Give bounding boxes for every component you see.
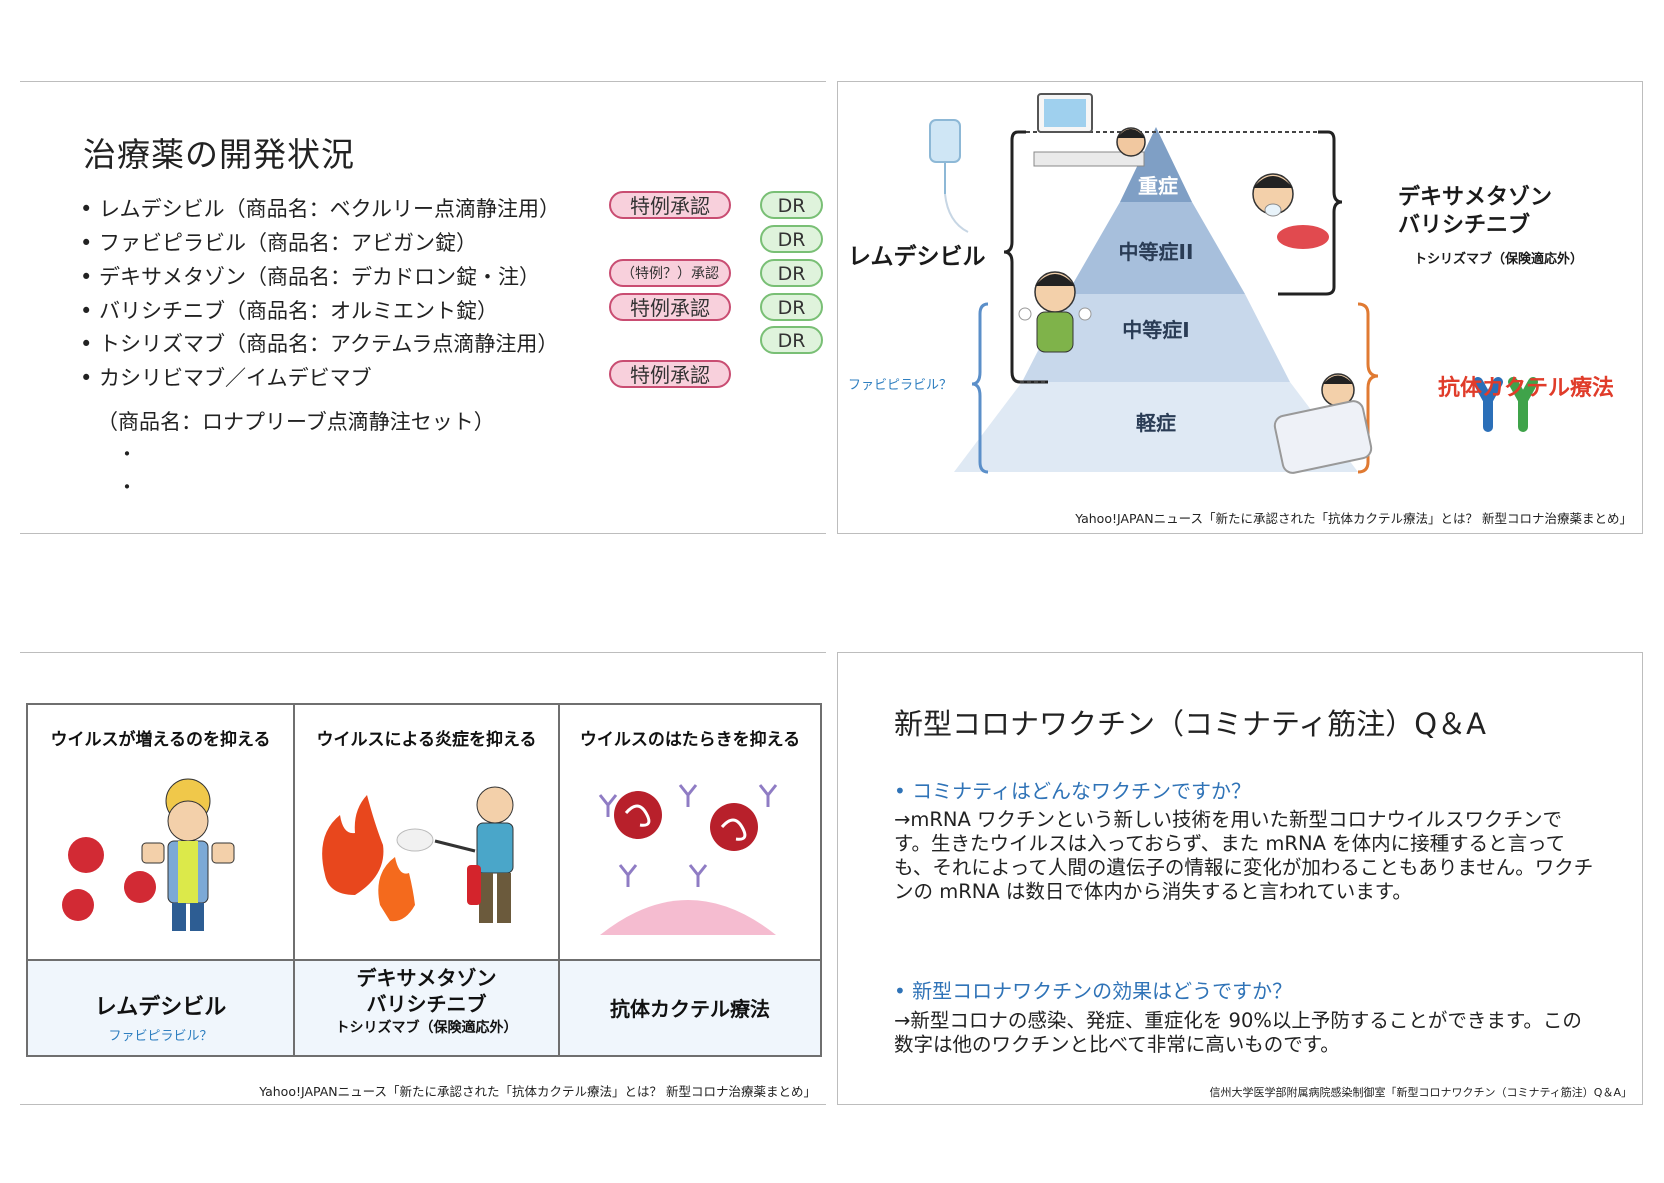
antibody-brace [1357, 302, 1379, 474]
answer-2: →新型コロナの感染、発症、重症化を 90%以上予防することができます。この数字は… [894, 1009, 1582, 1056]
tocilizumab-label: トシリズマブ（保険適応外） [1414, 252, 1584, 267]
dr-badge: DR [760, 259, 823, 287]
slide-title: 治療薬の開発状況 [83, 135, 355, 174]
drug-remdesivir: レムデシビル [94, 995, 227, 1020]
patient-oxygen-icon [1252, 173, 1329, 249]
level-moderate1: 中等症I [1122, 318, 1190, 342]
pyramid-tier-moderate2 [1067, 202, 1245, 294]
ellipsis-dot: ・ [117, 475, 137, 499]
slide-drug-development: 治療薬の開発状況 • レムデシビル（商品名：ベクルリー点滴静注用） 特例承認 D… [20, 81, 826, 534]
level-mild: 軽症 [1136, 411, 1176, 435]
dr-badge: DR [760, 191, 823, 219]
baricitinib-label: バリシチニブ [1398, 213, 1531, 238]
remdesivir-brace [1003, 130, 1048, 384]
drug-row-tocilizumab: • トシリズマブ（商品名：アクテムラ点滴静注用） DR [80, 326, 823, 356]
column-replication: ウイルスが増えるのを抑える レムデシビル ファビピラビル？ [28, 705, 293, 1055]
column-drug-box: 抗体カクテル療法 [560, 959, 820, 1055]
drug-baricitinib: バリシチニブ [366, 992, 487, 1016]
drug-favipiravir: ファビピラビル？ [108, 1029, 213, 1044]
dexamethasone-label: デキサメタゾン [1398, 185, 1553, 210]
fire-extinguisher-illustration [322, 786, 514, 923]
drug-row-casirivimab: • カシリビマブ／イムデビマブ 特例承認 [80, 360, 820, 390]
drug-row-favipiravir: • ファビピラビル（商品名：アビガン錠） DR [80, 225, 823, 255]
drug-text: • トシリズマブ（商品名：アクテムラ点滴静注用） [80, 332, 559, 356]
drug-text: • デキサメタゾン（商品名：デカドロン錠・注） [80, 265, 541, 289]
favipiravir-label: ファビピラビル？ [848, 378, 953, 393]
column-heading: ウイルスによる炎症を抑える [316, 730, 537, 750]
drug-text: • ファビピラビル（商品名：アビガン錠） [80, 231, 478, 255]
antibody-cocktail-label: 抗体カクテル療法 [1438, 376, 1615, 401]
slide-severity-pyramid: 重症 中等症II 中等症I 軽症 レムデシビル ファビピラビル？ デキサメタゾン… [837, 81, 1643, 534]
slide-title: 新型コロナワクチン（コミナティ筋注）Q＆A [894, 707, 1486, 741]
dr-badge: DR [760, 293, 823, 321]
hospital-bed-icon [1033, 93, 1146, 167]
level-moderate2: 中等症II [1118, 240, 1194, 264]
column-drug-box: デキサメタゾン バリシチニブ トシリズマブ（保険適応外） [295, 959, 558, 1055]
drug-antibody-cocktail: 抗体カクテル療法 [610, 997, 770, 1021]
approval-badge: （特例？）承認 [609, 259, 731, 287]
slide-vaccine-qa: 新型コロナワクチン（コミナティ筋注）Q＆A • コミナティはどんなワクチンですか… [837, 652, 1643, 1105]
special-approval-badge: 特例承認 [609, 191, 731, 219]
construction-worker-virus-illustration [62, 778, 235, 931]
drug-row-remdesivir: • レムデシビル（商品名：ベクルリー点滴静注用） 特例承認 DR [80, 191, 823, 221]
dr-badge: DR [760, 326, 823, 354]
column-virus-function: ウイルスのはたらきを抑える 抗体カクテル療法 [558, 705, 820, 1055]
mechanism-grid: ウイルスが増えるのを抑える レムデシビル ファビピラビル？ ウイルスによる炎症を… [26, 703, 822, 1057]
drug-text: • レムデシビル（商品名：ベクルリー点滴静注用） [80, 197, 561, 221]
column-heading: ウイルスのはたらきを抑える [579, 730, 801, 750]
dexamethasone-brace [1278, 130, 1343, 296]
column-heading: ウイルスが増えるのを抑える [50, 730, 271, 750]
sleeping-patient-icon [1273, 373, 1373, 474]
question-1: • コミナティはどんなワクチンですか？ [894, 779, 1251, 803]
level-severe: 重症 [1138, 174, 1178, 198]
coughing-person-icon [1018, 271, 1092, 353]
iv-drip-icon [929, 119, 969, 233]
drug-row-baricitinib: • バリシチニブ（商品名：オルミエント錠） 特例承認 DR [80, 293, 823, 323]
answer-1: →mRNA ワクチンという新しい技術を用いた新型コロナウイルスワクチンです。生き… [894, 808, 1594, 903]
drug-text: • カシリビマブ／イムデビマブ [80, 366, 372, 390]
remdesivir-label: レムデシビル [848, 244, 986, 270]
drug-text: • バリシチニブ（商品名：オルミエント錠） [80, 299, 499, 323]
antibody-icon [1473, 377, 1538, 432]
dr-badge: DR [760, 225, 823, 253]
ellipsis-dot: ・ [117, 442, 137, 466]
antibody-virus-illustration [598, 784, 778, 935]
special-approval-badge: 特例承認 [609, 293, 731, 321]
pyramid-tier-severe [1120, 127, 1192, 202]
brand-name-continuation: （商品名：ロナプリーブ点滴静注セット） [97, 410, 495, 434]
question-2: • 新型コロナワクチンの効果はどうですか？ [894, 979, 1293, 1003]
drug-row-dexamethasone: • デキサメタゾン（商品名：デカドロン錠・注） （特例？）承認 DR [80, 259, 823, 289]
source-citation: 信州大学医学部附属病院感染制御室「新型コロナワクチン（コミナティ筋注）Q＆A」 [1209, 1086, 1632, 1099]
favipiravir-brace [971, 302, 989, 474]
column-drug-box: レムデシビル ファビピラビル？ [28, 959, 293, 1055]
slide-mechanism-table: ウイルスが増えるのを抑える レムデシビル ファビピラビル？ ウイルスによる炎症を… [20, 652, 826, 1105]
drug-dexamethasone: デキサメタゾン [356, 966, 497, 990]
severity-pyramid-illustration [929, 93, 1538, 474]
pyramid-tier-mild [954, 382, 1358, 472]
source-citation: Yahoo!JAPANニュース「新たに承認された「抗体カクテル療法」とは？ 新型… [259, 1084, 816, 1099]
source-citation: Yahoo!JAPANニュース「新たに承認された「抗体カクテル療法」とは？ 新型… [1075, 511, 1632, 526]
drug-tocilizumab: トシリズマブ（保険適応外） [335, 1020, 518, 1036]
column-inflammation: ウイルスによる炎症を抑える デキサメタゾン バリシチニブ トシリズマブ（保険適応… [293, 705, 558, 1055]
special-approval-badge: 特例承認 [609, 360, 731, 388]
